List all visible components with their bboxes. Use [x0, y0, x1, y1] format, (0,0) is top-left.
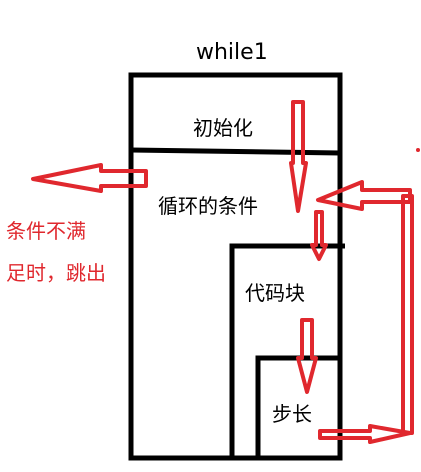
init-divider: [130, 147, 341, 156]
code-block-border: [229, 243, 345, 458]
init-label: 初始化: [193, 116, 253, 140]
condition-down-arrow: [310, 210, 328, 261]
diagram-title: while1: [196, 40, 268, 65]
code-down-arrow: [296, 318, 318, 394]
code-block-label: 代码块: [245, 281, 305, 305]
red-dot: [416, 148, 420, 152]
condition-label: 循环的条件: [158, 194, 258, 218]
flow-box: [128, 72, 345, 461]
exit-note-line1: 条件不满: [6, 219, 86, 243]
outer-box: [128, 72, 343, 461]
step-right-arrow: [318, 424, 412, 444]
loop-back-arrow: [316, 180, 412, 211]
step-label: 步长: [272, 402, 312, 426]
exit-arrow: [31, 163, 148, 193]
init-down-arrow: [289, 100, 308, 213]
loop-back-line: [401, 194, 414, 435]
exit-note-line2: 足时，跳出: [6, 261, 106, 285]
